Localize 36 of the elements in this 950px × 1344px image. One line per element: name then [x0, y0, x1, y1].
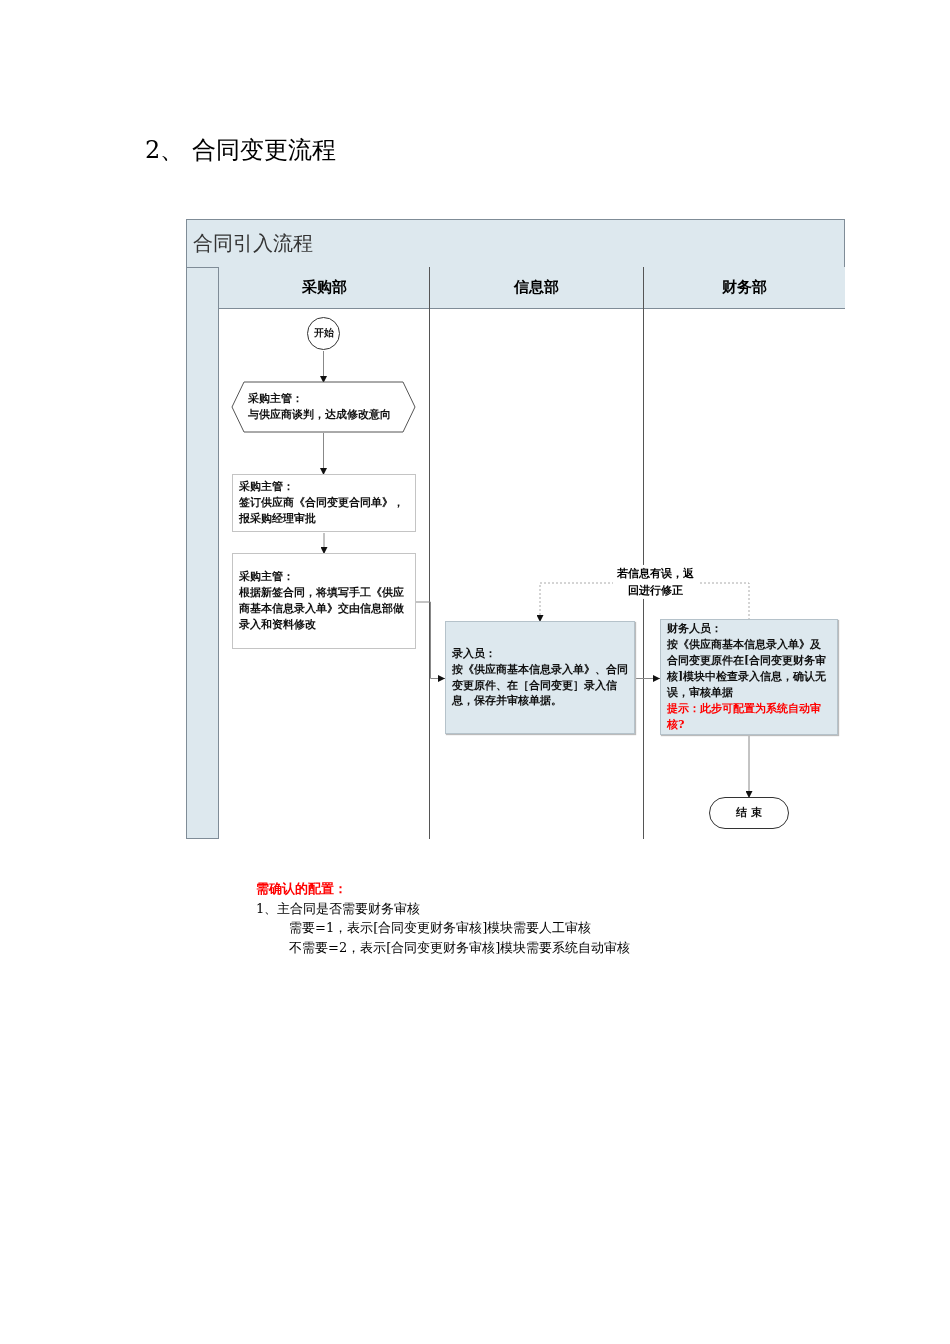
- lane-header: 信息部: [430, 267, 643, 309]
- note-text: 需要=1，表示[合同变更财务审核]模块需要人工审核: [288, 919, 593, 937]
- process-box: [232, 553, 416, 649]
- arrow: [745, 735, 753, 799]
- lane-header: 采购部: [219, 267, 429, 309]
- step-text: 采购主管：: [239, 479, 294, 496]
- step-text: 开始: [313, 326, 334, 341]
- step-text: 签订供应商《合同变更合同单》，报采购经理审批: [239, 495, 405, 527]
- page-title: 2、 合同变更流程: [145, 135, 336, 166]
- arrow: [320, 350, 327, 384]
- process-box: [660, 619, 838, 735]
- step-text: 采购主管：: [239, 569, 294, 586]
- edge-label: 若信息有误，返回进行修正: [612, 564, 699, 600]
- arrow: [634, 675, 661, 682]
- step-text: 按《供应商基本信息录入单》、合同变更原件、在［合同变更］录入信息，保存并审核单据。: [452, 661, 628, 710]
- step-text: 按《供应商基本信息录入单》及合同变更原件在[合同变更财务审核]模块中检查录入信息，确认无误，审核单据: [667, 637, 828, 701]
- process-box: [232, 474, 416, 532]
- hexagon-step: [232, 382, 415, 432]
- lane-header: 财务部: [644, 267, 845, 309]
- note-text: 不需要=2，表示[合同变更财务审核]模块需要系统自动审核: [288, 938, 631, 957]
- note-text: 提示：此步可配置为系统自动审核?: [667, 700, 822, 733]
- note-text: 1、主合同是否需要财务审核: [256, 899, 422, 918]
- process-box: [445, 621, 635, 734]
- step-text: 财务人员：: [667, 621, 722, 638]
- arrow: [320, 532, 328, 555]
- end-terminator: [709, 797, 789, 829]
- step-text: 录入员：: [452, 645, 496, 662]
- notes-heading: 需确认的配置：: [256, 880, 348, 898]
- step-text: 与供应商谈判，达成修改意向: [248, 407, 391, 423]
- start-circle: [307, 317, 340, 350]
- step-text: 根据新签合同，将填写手工《供应商基本信息录入单》交由信息部做录入和资料修改: [239, 585, 405, 633]
- arrow: [320, 432, 327, 476]
- step-text: 采购主管：: [248, 391, 303, 407]
- arrow: [415, 601, 446, 682]
- step-text: 结 束: [736, 805, 762, 821]
- pool-title: 合同引入流程: [193, 230, 313, 257]
